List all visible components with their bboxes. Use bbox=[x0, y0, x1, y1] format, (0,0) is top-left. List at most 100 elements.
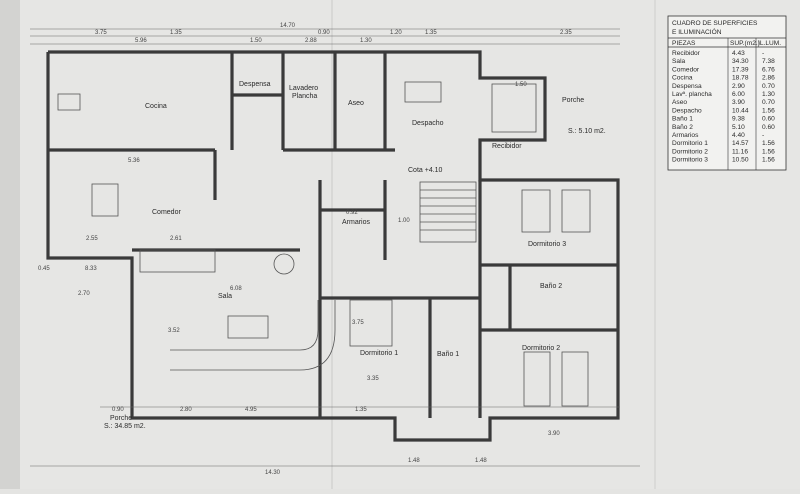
top-dimensions: 14.70 3.75 5.96 1.35 1.50 2.88 0.90 1.30… bbox=[30, 23, 620, 45]
table-cell-name: Dormitorio 3 bbox=[672, 157, 708, 164]
room-label-despensa: Despensa bbox=[239, 81, 271, 88]
table-cell-ilum: 2.86 bbox=[762, 75, 775, 82]
bed bbox=[523, 351, 551, 407]
room-label-porche-bottom: Porche bbox=[110, 415, 132, 422]
table-cell-ilum: 7.38 bbox=[762, 58, 775, 65]
dim-top-total: 14.70 bbox=[280, 23, 296, 29]
room-label-plancha: Plancha bbox=[292, 93, 317, 100]
kitchen-table bbox=[57, 93, 81, 111]
dim-092: 0.92 bbox=[346, 210, 358, 216]
paper-shadow-left bbox=[0, 0, 20, 489]
table-title-2: E ILUMINACIÓN bbox=[672, 27, 722, 36]
table-cell-name: Despacho bbox=[672, 107, 702, 114]
table-cell-sup: 9.38 bbox=[732, 116, 745, 123]
dim-270: 2.70 bbox=[78, 291, 90, 297]
dim-375: 3.75 bbox=[352, 320, 364, 326]
table-cell-name: Baño 1 bbox=[672, 116, 693, 123]
table-cell-ilum: 0.70 bbox=[762, 99, 775, 106]
dim-608: 6.08 bbox=[230, 286, 242, 292]
room-label-bano2: Baño 2 bbox=[540, 283, 562, 290]
table-cell-sup: 5.10 bbox=[732, 124, 745, 131]
walls bbox=[46, 50, 620, 442]
interior-dimensions: 5.36 2.55 2.61 6.08 2.70 3.52 3.35 0.92 … bbox=[38, 82, 527, 382]
table-cell-ilum: - bbox=[762, 50, 764, 57]
table-cell-sup: 3.90 bbox=[732, 99, 745, 106]
table-cell-ilum: 1.56 bbox=[762, 148, 775, 155]
dim-100: 1.00 bbox=[398, 218, 410, 224]
office-desk bbox=[404, 81, 442, 103]
table-head-sup: SUP.(m2.) bbox=[730, 40, 760, 47]
table-cell-ilum: 1.56 bbox=[762, 107, 775, 114]
table-cell-sup: 34.30 bbox=[732, 58, 749, 65]
dim-top-b: 5.96 bbox=[135, 38, 147, 44]
table-cell-ilum: 0.60 bbox=[762, 124, 775, 131]
table-title-1: CUADRO DE SUPERFICIES bbox=[672, 20, 758, 27]
room-label-dormitorio1: Dormitorio 1 bbox=[360, 350, 398, 357]
dim-045: 0.45 bbox=[38, 266, 50, 272]
dim-b-g: 1.48 bbox=[475, 458, 487, 464]
table-cell-name: Lavª. plancha bbox=[672, 91, 712, 98]
dim-top-h: 1.20 bbox=[390, 30, 402, 36]
dim-150: 1.50 bbox=[515, 82, 527, 88]
dim-bottom-total: 14.30 bbox=[265, 470, 281, 476]
table-cell-sup: 10.50 bbox=[732, 157, 749, 164]
table-cell-sup: 17.39 bbox=[732, 66, 749, 73]
room-label-porche-bottom-area: S.: 34.85 m2. bbox=[104, 423, 146, 430]
table-cell-ilum: 6.76 bbox=[762, 66, 775, 73]
table-cell-ilum: 0.60 bbox=[762, 116, 775, 123]
dim-335: 3.35 bbox=[367, 376, 379, 382]
stair bbox=[419, 181, 477, 243]
dim-352: 3.52 bbox=[168, 328, 180, 334]
room-label-despacho: Despacho bbox=[412, 120, 444, 127]
room-label-sala: Sala bbox=[218, 293, 232, 300]
room-label-lavadero: Lavadero bbox=[289, 85, 318, 92]
table-head-ilum: IL.LUM. bbox=[758, 40, 781, 47]
dim-b-c: 4.95 bbox=[245, 407, 257, 413]
table-cell-ilum: 0.70 bbox=[762, 83, 775, 90]
dim-top-d: 2.88 bbox=[305, 38, 317, 44]
table-cell-ilum: 1.56 bbox=[762, 140, 775, 147]
dim-top-e: 1.50 bbox=[250, 38, 262, 44]
bottom-dimensions: 0.90 2.80 4.95 1.35 3.90 1.48 1.48 14.30 bbox=[30, 406, 640, 476]
room-labels: Cocina Despensa Lavadero Plancha Aseo De… bbox=[104, 81, 606, 430]
table-cell-sup: 18.78 bbox=[732, 75, 749, 82]
room-label-armarios: Armarios bbox=[342, 219, 371, 226]
table-cell-ilum: - bbox=[762, 132, 764, 139]
bed bbox=[521, 189, 551, 233]
table-cell-ilum: 1.56 bbox=[762, 157, 775, 164]
table-cell-name: Comedor bbox=[672, 66, 700, 73]
room-label-comedor: Comedor bbox=[152, 209, 181, 216]
table-head-piezas: PIEZAS bbox=[672, 40, 696, 47]
room-label-recibidor: Recibidor bbox=[492, 143, 522, 150]
table-cell-sup: 4.43 bbox=[732, 50, 745, 57]
areas-table: CUADRO DE SUPERFICIES E ILUMINACIÓN PIEZ… bbox=[667, 15, 787, 171]
table-cell-sup: 14.57 bbox=[732, 140, 749, 147]
table-cell-name: Armarios bbox=[672, 132, 699, 139]
bed bbox=[349, 299, 393, 347]
room-label-cocina: Cocina bbox=[145, 103, 167, 110]
dim-top-g: 0.90 bbox=[318, 30, 330, 36]
bed bbox=[561, 351, 589, 407]
table-cell-ilum: 1.30 bbox=[762, 91, 775, 98]
dim-top-f: 1.30 bbox=[360, 38, 372, 44]
sala-furniture bbox=[139, 249, 336, 371]
bed bbox=[561, 189, 591, 233]
room-label-porche-top-area: S.: 5.10 m2. bbox=[568, 128, 606, 135]
dim-top-c: 1.35 bbox=[170, 30, 182, 36]
dim-536: 5.36 bbox=[128, 158, 140, 164]
table-cell-sup: 6.00 bbox=[732, 91, 745, 98]
table-cell-sup: 2.90 bbox=[732, 83, 745, 90]
table-cell-name: Cocina bbox=[672, 75, 693, 82]
table-cell-name: Dormitorio 1 bbox=[672, 140, 708, 147]
table-cell-name: Dormitorio 2 bbox=[672, 148, 708, 155]
room-label-porche-top: Porche bbox=[562, 97, 584, 104]
table-cell-sup: 4.40 bbox=[732, 132, 745, 139]
room-label-dormitorio2: Dormitorio 2 bbox=[522, 345, 560, 352]
room-label-dormitorio3: Dormitorio 3 bbox=[528, 241, 566, 248]
dim-b-d: 1.35 bbox=[355, 407, 367, 413]
dim-255: 2.55 bbox=[86, 236, 98, 242]
dim-b-f: 1.48 bbox=[408, 458, 420, 464]
